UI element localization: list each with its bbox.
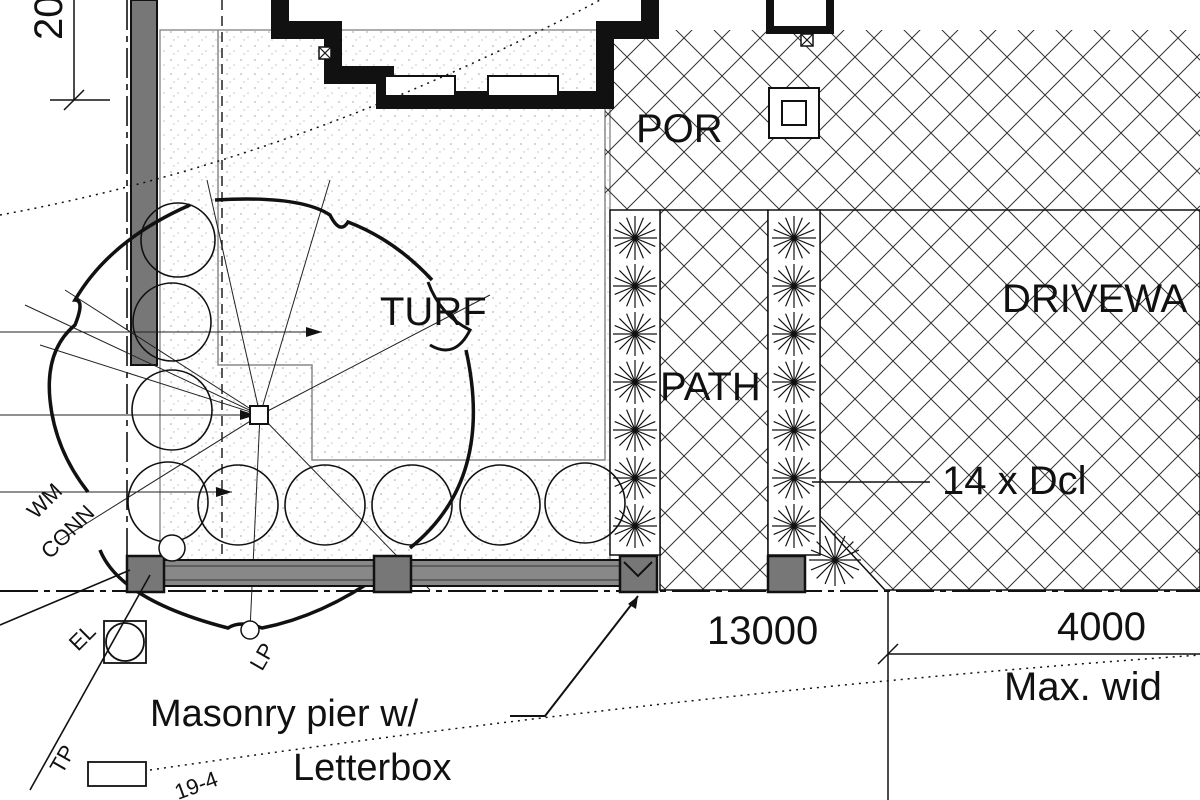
boundary-mark-label: 19-4 bbox=[171, 766, 221, 800]
window-panel bbox=[487, 75, 559, 97]
arrow-head bbox=[240, 410, 256, 420]
porch-post-inner bbox=[781, 100, 807, 126]
masonry-pier bbox=[766, 554, 807, 594]
driveway-area bbox=[819, 209, 1200, 591]
driveway-label: DRIVEWA bbox=[1002, 277, 1188, 321]
plant-symbol bbox=[772, 504, 816, 548]
electric-pit bbox=[103, 620, 147, 664]
leader-arrow bbox=[628, 596, 638, 609]
plant-symbol bbox=[772, 216, 816, 260]
masonry-pier bbox=[125, 554, 166, 594]
turf-area bbox=[159, 29, 611, 561]
plant-symbol bbox=[772, 408, 816, 452]
plant-symbol bbox=[613, 216, 657, 260]
arrow-head bbox=[216, 487, 232, 497]
plant-symbol bbox=[613, 360, 657, 404]
arrow-head bbox=[306, 327, 322, 337]
circular-bed-outline bbox=[47, 197, 476, 630]
water-meter-icon bbox=[158, 534, 186, 562]
telecom-pit-label: TP bbox=[45, 741, 81, 778]
light-post-label: LP bbox=[245, 639, 280, 675]
turf-label: TURF bbox=[380, 290, 487, 334]
top-dimension-label: 20 bbox=[27, 0, 71, 40]
letterbox-icon bbox=[623, 561, 653, 578]
plant-symbol bbox=[613, 504, 657, 548]
pier-note-line2: Letterbox bbox=[293, 747, 451, 789]
porch-area bbox=[605, 30, 1200, 210]
leader-line bbox=[29, 574, 151, 791]
side-boundary-wall bbox=[130, 0, 158, 366]
pier-leader-line bbox=[510, 595, 639, 717]
plant-symbol bbox=[613, 456, 657, 500]
plant-callout-label: 14 x Dcl bbox=[942, 459, 1087, 503]
water-meter-label: WM bbox=[22, 478, 67, 523]
porch-post bbox=[768, 87, 820, 139]
dimension-tick bbox=[63, 89, 85, 111]
contour-line bbox=[149, 654, 1200, 771]
plant-symbol bbox=[772, 312, 816, 356]
letterbox-pier bbox=[618, 554, 659, 594]
porch-label: POR bbox=[636, 107, 723, 151]
path-area bbox=[659, 209, 769, 591]
plant-symbol bbox=[772, 360, 816, 404]
electric-pit-circle bbox=[105, 622, 145, 662]
dimension-4000: 4000 bbox=[1057, 605, 1146, 649]
dimension-tick bbox=[877, 643, 899, 665]
plant-symbol bbox=[809, 534, 861, 586]
leader-line bbox=[0, 569, 131, 626]
sprinkler-head bbox=[249, 405, 269, 425]
downpipe-cross bbox=[318, 46, 332, 60]
plant-symbol bbox=[613, 312, 657, 356]
plant-symbol bbox=[613, 264, 657, 308]
electric-label: EL bbox=[64, 619, 101, 656]
masonry-pier bbox=[372, 554, 413, 594]
path-label: PATH bbox=[660, 365, 761, 409]
house-corner bbox=[766, 0, 834, 34]
plant-symbol bbox=[772, 456, 816, 500]
max-width-label: Max. wid bbox=[1004, 665, 1162, 709]
light-post-icon bbox=[240, 620, 260, 640]
plant-symbol bbox=[613, 408, 657, 452]
pier-note-line1: Masonry pier w/ bbox=[150, 693, 419, 735]
turf-inner-edge bbox=[217, 30, 606, 461]
dimension-13000: 13000 bbox=[707, 609, 818, 653]
plant-group bbox=[613, 216, 861, 586]
bed-notch bbox=[426, 281, 473, 352]
window-panel bbox=[384, 75, 456, 97]
plant-symbol bbox=[772, 264, 816, 308]
radial-lines bbox=[0, 179, 491, 631]
downpipe-cross bbox=[800, 33, 814, 47]
telecom-pit bbox=[87, 761, 147, 787]
